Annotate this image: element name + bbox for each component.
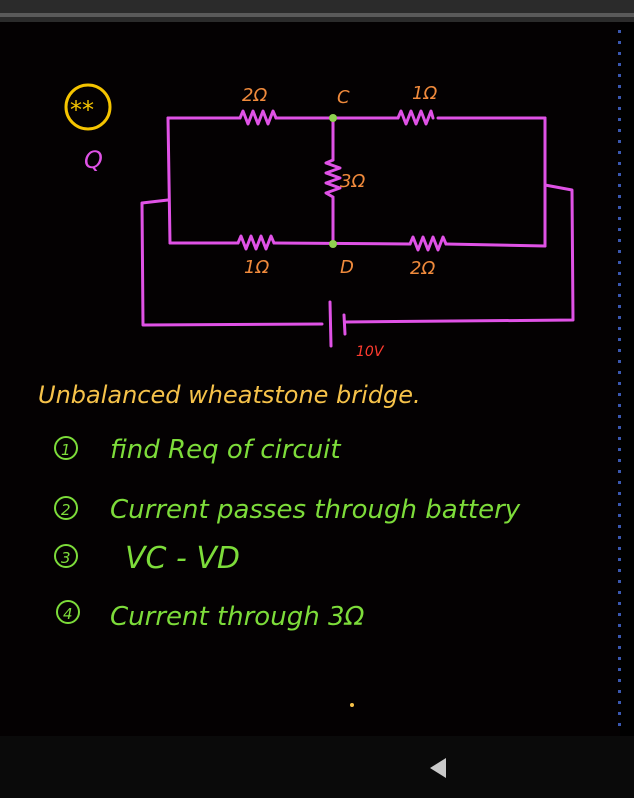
question-2-text: Current passes through battery: [110, 495, 521, 525]
node-c-label: C: [337, 87, 350, 108]
left-wire: [166, 116, 172, 245]
star-mark: ** Q: [64, 83, 112, 174]
question-3: 3 VC - VD: [54, 541, 240, 576]
bottom-right-resistor-label: 2Ω: [410, 258, 435, 279]
bottom-wire: [168, 241, 547, 248]
bottom-right-resistor-symbol: [408, 235, 448, 252]
bottom-left-resistor-symbol: [236, 234, 276, 251]
star-mark-text: **: [70, 96, 94, 124]
question-4: 4 Current through 3Ω: [56, 600, 364, 632]
node-d-dot: [329, 240, 337, 248]
top-right-resistor-symbol: [396, 109, 435, 126]
question-1-text: find Req of circuit: [110, 435, 341, 465]
middle-resistor-label: 3Ω: [340, 171, 365, 192]
outer-right-loop: [343, 183, 575, 324]
question-list: 1 find Req of circuit 2 Current passes t…: [54, 435, 521, 632]
question-2: 2 Current passes through battery: [54, 495, 521, 525]
top-right-resistor-label: 1Ω: [412, 83, 437, 104]
navigation-bar: [0, 736, 634, 798]
battery-voltage-label: 10V: [356, 344, 385, 360]
battery-long-plate: [328, 300, 333, 348]
top-left-resistor-symbol: [238, 109, 278, 126]
question-1: 1 find Req of circuit: [54, 435, 341, 465]
question-3-number: 3: [61, 549, 71, 567]
battery-short-plate: [342, 313, 347, 336]
back-triangle-icon[interactable]: [430, 758, 446, 778]
bottom-left-resistor-label: 1Ω: [244, 257, 269, 278]
node-d-label: D: [340, 257, 354, 278]
middle-resistor-symbol: [324, 158, 342, 199]
question-4-text: Current through 3Ω: [110, 602, 364, 632]
top-left-resistor-label: 2Ω: [242, 85, 267, 106]
stray-ink-dot: [350, 703, 354, 707]
page-edge-marker: [618, 30, 621, 730]
question-2-number: 2: [61, 501, 71, 519]
top-bar-divider: [0, 13, 634, 17]
question-3-text: VC - VD: [125, 541, 240, 576]
title: Unbalanced wheatstone bridge.: [38, 381, 421, 409]
question-mark-label: Q: [84, 146, 103, 174]
whiteboard-canvas: [0, 22, 620, 736]
node-c-dot: [329, 114, 337, 122]
question-4-number: 4: [63, 605, 73, 623]
outer-left-loop: [140, 198, 324, 327]
question-1-number: 1: [61, 441, 71, 459]
